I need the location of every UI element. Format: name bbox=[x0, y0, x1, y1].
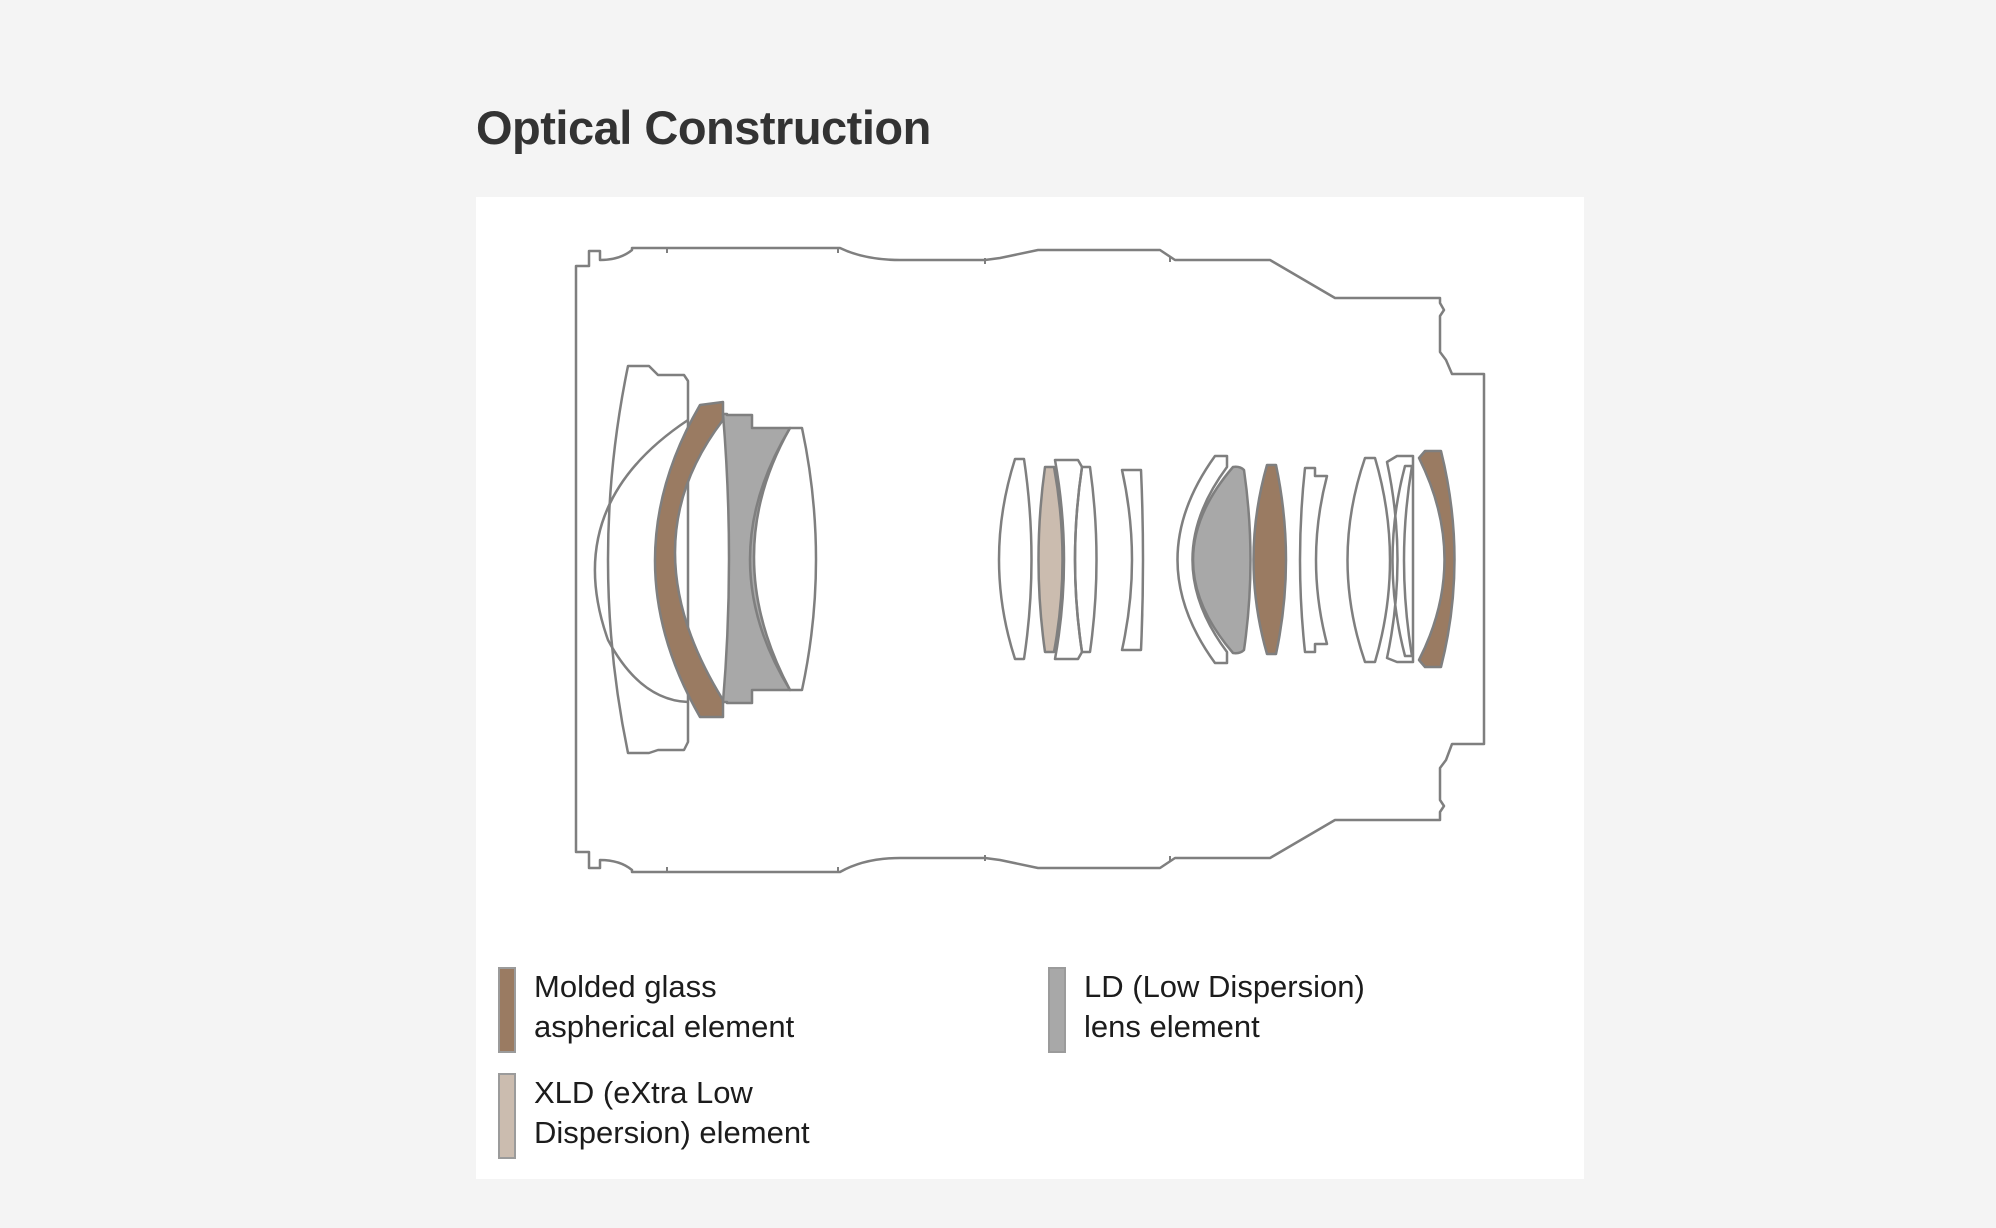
rear-element-6 bbox=[1346, 456, 1392, 664]
lens-barrel-outline bbox=[574, 246, 1486, 874]
rear-element-5 bbox=[1298, 466, 1329, 654]
legend-item-molded-aspherical: Molded glass aspherical element bbox=[498, 967, 794, 1053]
legend-label-molded-aspherical: Molded glass aspherical element bbox=[534, 969, 795, 1044]
ld-element-front bbox=[721, 412, 792, 705]
rear-meniscus-element bbox=[1176, 454, 1229, 665]
diagram-panel: Molded glass aspherical element LD (Low … bbox=[476, 197, 1584, 1179]
rear-element-8 bbox=[1391, 464, 1414, 658]
front-lens-group bbox=[593, 364, 818, 755]
molded-aspherical-mid bbox=[1252, 463, 1288, 656]
rear-element-1 bbox=[997, 457, 1033, 661]
rear-element-7 bbox=[1385, 454, 1415, 664]
legend-swatch-ld bbox=[1048, 967, 1066, 1053]
rear-element-3 bbox=[1073, 465, 1098, 654]
legend-swatch-xld bbox=[498, 1073, 516, 1159]
page-title: Optical Construction bbox=[476, 101, 931, 154]
lens-construction-diagram bbox=[574, 246, 1486, 874]
legend-label-xld: XLD (eXtra Low Dispersion) element bbox=[534, 1075, 810, 1150]
front-inner-curve bbox=[593, 418, 689, 704]
xld-element bbox=[1037, 465, 1064, 654]
molded-aspherical-rear bbox=[1417, 449, 1456, 669]
legend-item-xld: XLD (eXtra Low Dispersion) element bbox=[498, 1073, 810, 1159]
rear-element-4 bbox=[1120, 468, 1145, 652]
legend-item-ld: LD (Low Dispersion) lens element bbox=[1048, 967, 1365, 1053]
molded-aspherical-front bbox=[653, 400, 725, 719]
rear-lens-group bbox=[997, 449, 1456, 669]
barrel-ticks bbox=[666, 247, 1171, 873]
ld-element-rear bbox=[1191, 465, 1252, 655]
legend-label-ld: LD (Low Dispersion) lens element bbox=[1084, 969, 1365, 1044]
front-biconvex-element bbox=[748, 426, 818, 692]
legend-swatch-molded-aspherical bbox=[498, 967, 516, 1053]
